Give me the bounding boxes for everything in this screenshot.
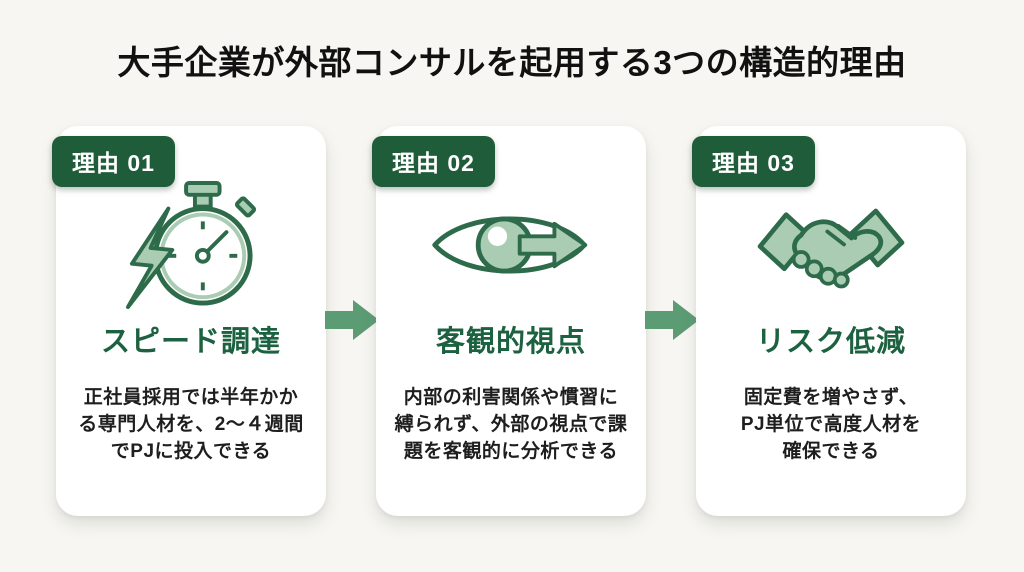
right-arrow-icon — [325, 298, 379, 342]
handshake-icon — [696, 180, 966, 310]
reason-card-2: 理由 02 客観的視点 内部の利害関係や慣習に 縛られず、外部の視点で課 題を客… — [372, 126, 646, 516]
reason-card-1: 理由 01 スピード調達 正社員採用では半年かか る専門人材を、2〜４週間 でP… — [52, 126, 326, 516]
reason-card-3: 理由 03 リスク低減 固定費を増やさず、 PJ単位で高度人材を 確保できる — [692, 126, 966, 516]
reason-2-description-line-2: 縛られず、外部の視点で課 — [394, 414, 628, 435]
reason-3-description: 固定費を増やさず、 PJ単位で高度人材を 確保できる — [741, 384, 921, 465]
reason-1-badge: 理由 01 — [52, 136, 175, 187]
reason-2-description-line-1: 内部の利害関係や慣習に — [403, 387, 619, 408]
right-arrow-icon — [645, 298, 699, 342]
reason-1-heading: スピード調達 — [100, 326, 281, 358]
reason-1-description-line-3: でPJに投入できる — [110, 441, 272, 462]
page-title: 大手企業が外部コンサルを起用する3つの構造的理由 — [117, 44, 907, 81]
reason-2-badge: 理由 02 — [372, 136, 495, 187]
reason-1-description-line-1: 正社員採用では半年かか — [83, 387, 299, 408]
reason-1-description: 正社員採用では半年かか る専門人材を、2〜４週間 でPJに投入できる — [78, 384, 304, 465]
reason-3-description-line-1: 固定費を増やさず、 — [743, 387, 919, 408]
reason-2-heading: 客観的視点 — [435, 326, 586, 358]
reason-3-heading: リスク低減 — [755, 326, 906, 358]
stopwatch-lightning-icon — [56, 180, 326, 310]
reason-2-description: 内部の利害関係や慣習に 縛られず、外部の視点で課 題を客観的に分析できる — [395, 384, 628, 465]
eye-arrow-icon — [376, 180, 646, 310]
reason-1-description-line-2: る専門人材を、2〜４週間 — [78, 414, 304, 435]
reason-3-description-line-3: 確保できる — [782, 441, 880, 462]
reason-3-description-line-2: PJ単位で高度人材を — [740, 414, 922, 435]
reason-2-description-line-3: 題を客観的に分析できる — [403, 441, 619, 462]
reason-3-badge: 理由 03 — [692, 136, 815, 187]
